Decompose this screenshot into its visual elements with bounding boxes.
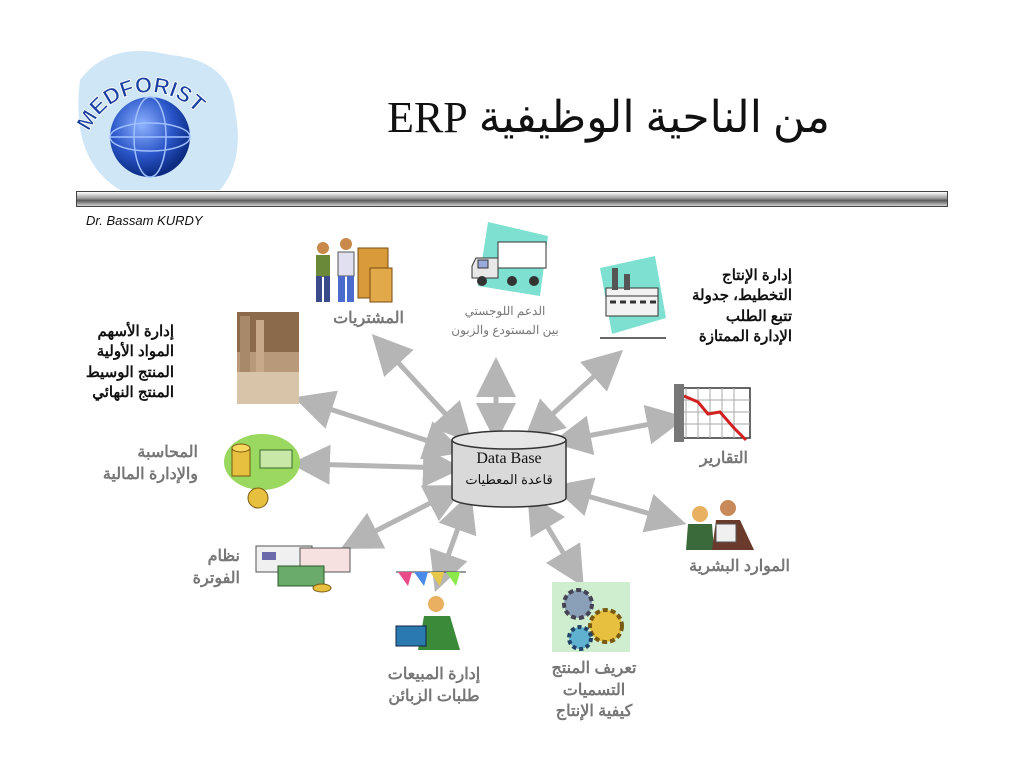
module-hr-label: الموارد البشرية (689, 558, 790, 575)
module-logistics-label: الدعم اللوجستي بين المستودع والزبون (451, 304, 559, 338)
module-production-label: إدارة الإنتاج التخطيط، جدولة تتبع الطلب … (691, 267, 792, 345)
coins-money-icon (224, 434, 300, 509)
module-purchases-label: المشتريات (333, 310, 404, 327)
arrow-invoicing (340, 485, 466, 549)
arrow-hr (551, 477, 687, 533)
arrow-production (523, 349, 624, 441)
module-invoicing-label: نظام الفوترة (192, 548, 240, 587)
database-label-en: Data Base (476, 450, 542, 467)
arrow-accounting (290, 444, 463, 488)
module-accounting-label: المحاسبة والإدارة المالية (102, 444, 198, 483)
factory-icon (600, 256, 666, 339)
arrow-purchases (371, 333, 473, 444)
connection-arrows (290, 333, 687, 593)
author-name: Dr. Bassam KURDY (86, 213, 203, 228)
module-reports-label: التقارير (699, 450, 748, 467)
module-sales-label: إدارة المبيعات طلبات الزبائن (387, 666, 481, 705)
workers-boxes-icon (316, 238, 393, 303)
cheques-money-icon (255, 545, 351, 593)
module-stock-label: إدارة الأسهم المواد الأولية المنتج الوسي… (85, 323, 174, 401)
database-label-ar: قاعدة المعطيات (465, 472, 553, 487)
declining-chart-icon (674, 384, 751, 442)
medforist-logo: MEDFORIST (71, 50, 238, 190)
page-title: من الناحية الوظيفية ERP (387, 93, 830, 142)
arrow-stock (293, 390, 465, 460)
title-divider-bar (76, 191, 948, 207)
arrow-reports (551, 404, 687, 456)
arrow-product (527, 493, 584, 587)
arrow-sales (429, 491, 477, 593)
database-icon (451, 430, 567, 508)
gears-icon (552, 582, 630, 652)
salesman-icon (395, 571, 466, 650)
warehouse-photo (237, 312, 299, 404)
truck-icon (471, 222, 548, 296)
business-people-icon (686, 500, 754, 550)
module-product-label: تعريف المنتج التسميات كيفية الإنتاج (551, 660, 637, 721)
